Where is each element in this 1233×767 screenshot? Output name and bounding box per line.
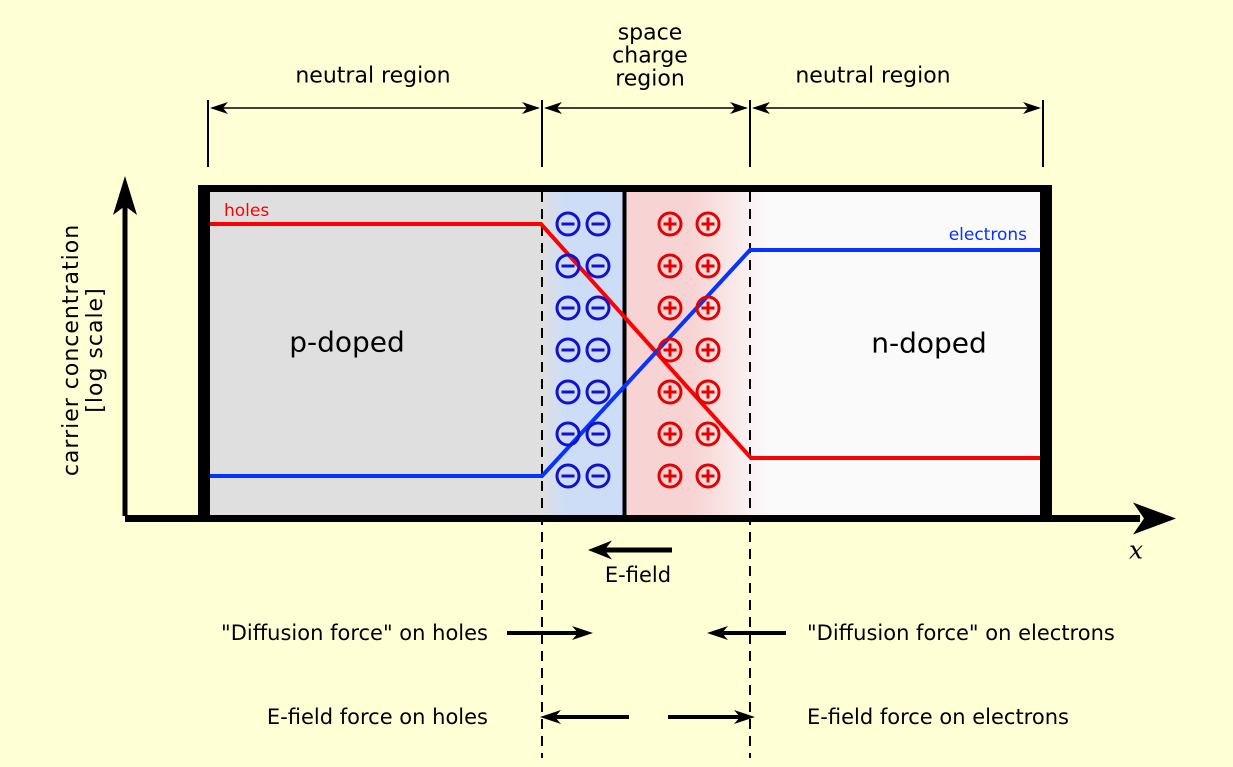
p-doped-region xyxy=(210,192,542,515)
acceptor-ion-symbols xyxy=(555,211,611,489)
axes xyxy=(113,176,1176,535)
electrons-concentration-curve xyxy=(210,248,1040,478)
holes-curve-label: holes xyxy=(224,201,270,221)
y-axis-label-line1: carrier concentration xyxy=(59,223,84,477)
y-axis-label-line2: [log scale] xyxy=(83,287,108,413)
dimension-arrows xyxy=(210,102,1041,114)
diffusion-force-holes-label: "Diffusion force" on holes xyxy=(221,621,488,645)
dimension-ticks xyxy=(207,100,1044,167)
neutral-region-right-label: neutral region xyxy=(795,63,951,89)
x-axis-label: x xyxy=(1128,535,1144,565)
box-right-contact xyxy=(1040,185,1052,522)
y-axis-arrowhead xyxy=(113,176,137,215)
electrons-curve-label: electrons xyxy=(948,225,1027,245)
force-arrows xyxy=(507,626,786,724)
space-charge-region-label: space charge region xyxy=(612,20,688,92)
donor-ion-symbols xyxy=(657,211,721,489)
device-regions xyxy=(210,192,1040,515)
diffusion-force-electrons-label: "Diffusion force" on electrons xyxy=(807,621,1115,645)
y-axis-label: carrier concentration [log scale] xyxy=(59,223,108,477)
box-top-edge xyxy=(198,185,1052,192)
efield-force-electrons-label: E-field force on electrons xyxy=(807,705,1069,729)
neutral-region-left-label: neutral region xyxy=(295,63,451,89)
p-doped-label: p-doped xyxy=(289,325,405,359)
efield-force-holes-label: E-field force on holes xyxy=(266,705,488,729)
e-field-label: E-field xyxy=(604,563,672,587)
x-axis-arrowhead xyxy=(1133,502,1176,535)
box-left-contact xyxy=(198,185,210,522)
e-field-arrow xyxy=(588,540,672,560)
holes-concentration-curve xyxy=(210,222,1040,460)
depletion-boundary-dashed-lines xyxy=(541,192,751,758)
metallurgical-junction-line xyxy=(622,192,627,515)
n-doped-label: n-doped xyxy=(871,326,987,360)
